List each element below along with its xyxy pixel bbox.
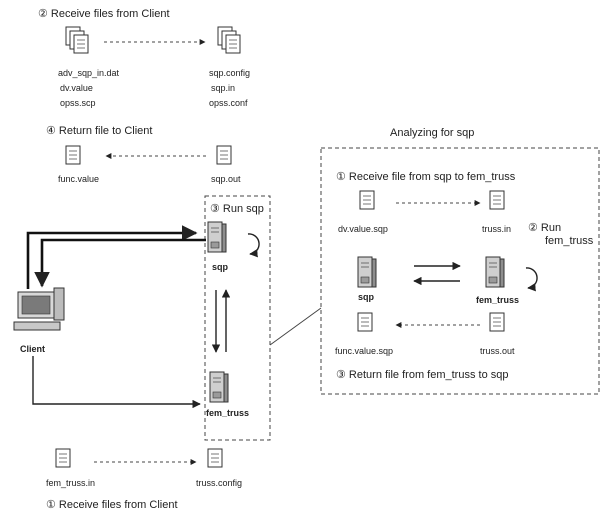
file-label-opss-scp: opss.scp <box>60 98 96 108</box>
sub3-return-title: ③ Return file from fem_truss to sqp <box>336 369 508 381</box>
client-to-fem-truss-arrow <box>32 356 201 409</box>
file-label-func-value: func.value <box>58 174 99 184</box>
fem-truss-detail-label: fem_truss <box>476 295 519 305</box>
step2-receive-title: ② Receive files from Client <box>38 8 170 20</box>
file-label-dv-value-sqp: dv.value.sqp <box>338 224 388 234</box>
step3-run-title: ③ Run sqp <box>210 203 264 215</box>
analyzing-box <box>320 147 600 395</box>
sqp-loop-arrow <box>247 233 260 258</box>
file-label-sqp-config: sqp.config <box>209 68 250 78</box>
analyzing-title: Analyzing for sqp <box>390 127 474 139</box>
file-label-dv-value: dv.value <box>60 83 93 93</box>
file-label-adv-sqp-in: adv_sqp_in.dat <box>58 68 120 78</box>
detail-connector-line <box>269 307 322 346</box>
client-label: Client <box>20 344 45 354</box>
client-input-files-icon <box>65 26 89 54</box>
file-label-opss-conf: opss.conf <box>209 98 248 108</box>
fem-truss-detail-server-icon <box>485 256 505 288</box>
sqp-server-icon <box>207 221 227 253</box>
fem-truss-server-icon <box>209 371 229 403</box>
fem-truss-loop-arrow <box>525 267 538 292</box>
client-to-sqp-arrow <box>26 225 198 289</box>
client-computer-icon <box>13 287 65 331</box>
file-label-func-value-sqp: func.value.sqp <box>335 346 393 356</box>
fem-truss-in-file-icon <box>55 448 71 468</box>
func-value-file-icon <box>65 145 81 165</box>
file-label-truss-out: truss.out <box>480 346 515 356</box>
file-label-fem-truss-in: fem_truss.in <box>46 478 95 488</box>
sqp-to-client-arrow <box>34 238 206 288</box>
step4-return-title: ④ Return file to Client <box>46 125 152 137</box>
server-input-files-icon <box>217 26 241 54</box>
fem-truss-node-label: fem_truss <box>206 408 249 418</box>
file-label-sqp-out: sqp.out <box>211 174 241 184</box>
sub2-run-subtitle: fem_truss <box>545 235 594 247</box>
sqp-out-file-icon <box>216 145 232 165</box>
dv-value-sqp-file-icon <box>359 190 375 210</box>
truss-config-file-icon <box>207 448 223 468</box>
sqp-detail-server-icon <box>357 256 377 288</box>
file-label-truss-config: truss.config <box>196 478 242 488</box>
file-label-truss-in: truss.in <box>482 224 511 234</box>
truss-in-file-icon <box>489 190 505 210</box>
file-label-sqp-in: sqp.in <box>211 83 235 93</box>
func-value-sqp-file-icon <box>357 312 373 332</box>
sqp-node-label: sqp <box>212 262 229 272</box>
truss-out-file-icon <box>489 312 505 332</box>
step1-receive-title: ① Receive files from Client <box>46 499 178 511</box>
sqp-detail-label: sqp <box>358 292 375 302</box>
sub2-run-title: ② Run <box>528 222 561 234</box>
sub1-receive-title: ① Receive file from sqp to fem_truss <box>336 171 516 183</box>
